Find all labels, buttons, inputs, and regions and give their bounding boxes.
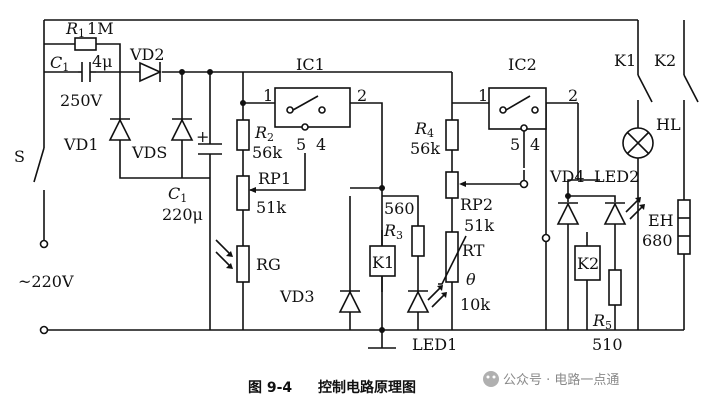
r3-resistor <box>411 225 425 257</box>
svg-text:+: + <box>196 127 209 146</box>
mains-label: ~220V <box>18 272 74 291</box>
hl-lamp <box>622 127 654 159</box>
rp1-value: 51k <box>256 198 286 217</box>
ic2-label: IC2 <box>508 55 537 74</box>
vd3-diode <box>338 290 362 313</box>
vds-diode <box>170 118 194 141</box>
vds-label: VDS <box>131 143 167 162</box>
ic2-block <box>488 87 547 132</box>
rg-label: RG <box>256 255 281 274</box>
ic2-pin4: 4 <box>530 135 540 154</box>
rt-label: RT <box>462 241 485 260</box>
led1-diode <box>406 285 447 313</box>
hl-label: HL <box>656 115 681 134</box>
k1-coil-label: K1 <box>372 253 394 272</box>
svg-text:R4: R4 <box>414 119 434 140</box>
rp1-label: RP1 <box>258 169 291 188</box>
k2-relay-coil <box>574 245 601 281</box>
watermark: 公众号 · 电路一点通 <box>483 371 619 388</box>
r2-value: 56k <box>252 143 282 162</box>
r1-label: R <box>65 19 78 38</box>
rg-photoresistor <box>215 239 250 283</box>
r4-value: 56k <box>410 139 440 158</box>
vd1-diode <box>108 118 132 141</box>
wires <box>43 19 685 349</box>
c1-capacitor: + <box>196 127 222 155</box>
ic1-block <box>274 87 351 131</box>
ic1-pin5: 5 <box>296 135 306 154</box>
ic1-label: IC1 <box>296 55 325 74</box>
r5-resistor <box>608 269 622 306</box>
c1-top-value: 4μ <box>92 52 113 71</box>
svg-text:C1: C1 <box>168 184 187 205</box>
ic2-pin1: 1 <box>478 86 488 105</box>
led1-label: LED1 <box>412 335 457 354</box>
svg-text:R5: R5 <box>592 311 612 332</box>
switch-s-label: S <box>14 147 25 166</box>
junction-dots <box>179 69 571 333</box>
rp1-potentiometer <box>236 175 256 211</box>
r5-value: 510 <box>592 335 623 354</box>
r4-label: R <box>414 119 427 138</box>
c1-top-label: C <box>50 53 62 72</box>
vd2-diode <box>139 61 162 83</box>
r4-resistor <box>445 119 459 151</box>
k2-coil-label: K2 <box>577 254 599 273</box>
r2-resistor <box>236 119 250 151</box>
r2-label: R <box>254 123 267 142</box>
ic2-pin5: 5 <box>510 135 520 154</box>
svg-text:R2: R2 <box>254 123 274 144</box>
rp2-potentiometer <box>445 171 466 199</box>
ic1-pin2: 2 <box>357 86 367 105</box>
r3-label: R <box>383 221 396 240</box>
led2-label: LED2 <box>594 167 639 186</box>
k2-contact <box>683 74 699 103</box>
vd4-diode <box>556 202 580 225</box>
rt-thermistor <box>438 231 467 285</box>
eh-label: EH <box>648 211 674 230</box>
led2-diode <box>603 197 645 225</box>
ic1-pin4: 4 <box>316 135 326 154</box>
r3-value: 560 <box>384 199 415 218</box>
vd3-label: VD3 <box>279 287 315 306</box>
k2-contact-label: K2 <box>654 51 676 70</box>
vd4-label: VD4 <box>549 167 585 186</box>
rt-theta: θ <box>466 270 476 289</box>
vd2-label: VD2 <box>129 45 165 64</box>
eh-value: 680 <box>642 231 673 250</box>
c1-label: C <box>168 184 180 203</box>
k2-terminal <box>541 233 551 243</box>
ic1-pin1: 1 <box>263 86 273 105</box>
svg-text:R3: R3 <box>383 221 403 242</box>
rt-value: 10k <box>460 295 490 314</box>
r1-resistor <box>74 37 97 51</box>
c1-value: 220μ <box>162 205 203 224</box>
watermark-text: 公众号 · 电路一点通 <box>503 372 619 388</box>
k1-contact-label: K1 <box>614 51 636 70</box>
rp2-value: 51k <box>464 216 494 235</box>
eh-heater <box>677 199 691 255</box>
vd1-label: VD1 <box>63 135 99 154</box>
figure-number: 图 9-4 <box>248 380 292 396</box>
figure-title: 控制电路原理图 <box>318 379 416 396</box>
r5-label: R <box>592 311 605 330</box>
svg-text:C1: C1 <box>50 53 69 74</box>
switch-s <box>33 147 49 335</box>
ic2-terminal <box>519 179 529 189</box>
ic2-pin2: 2 <box>568 86 578 105</box>
k1-contact <box>637 74 653 103</box>
c1-top-capacitor <box>78 62 96 82</box>
rp2-label: RP2 <box>460 195 493 214</box>
c1-top-voltage: 250V <box>60 91 103 110</box>
